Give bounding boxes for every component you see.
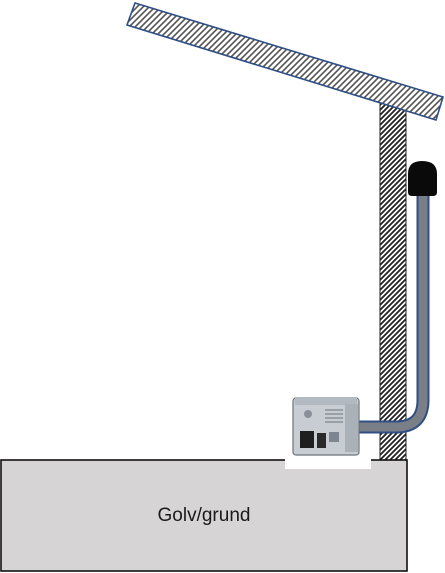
unit-vent-grille bbox=[325, 409, 343, 423]
floor-ground bbox=[0, 459, 408, 572]
support-post bbox=[379, 101, 407, 461]
pipe bbox=[358, 180, 428, 432]
pipe-cap bbox=[408, 161, 437, 196]
unit-control-panel bbox=[300, 431, 314, 448]
unit-knob bbox=[304, 410, 312, 418]
unit-display bbox=[329, 432, 339, 442]
floor-gap-cover bbox=[285, 457, 371, 469]
roof-panel bbox=[125, 2, 444, 122]
unit-top-panel bbox=[295, 397, 357, 405]
unit-connector bbox=[317, 433, 326, 448]
unit-side-panel bbox=[345, 404, 358, 452]
heating-unit bbox=[292, 397, 360, 456]
